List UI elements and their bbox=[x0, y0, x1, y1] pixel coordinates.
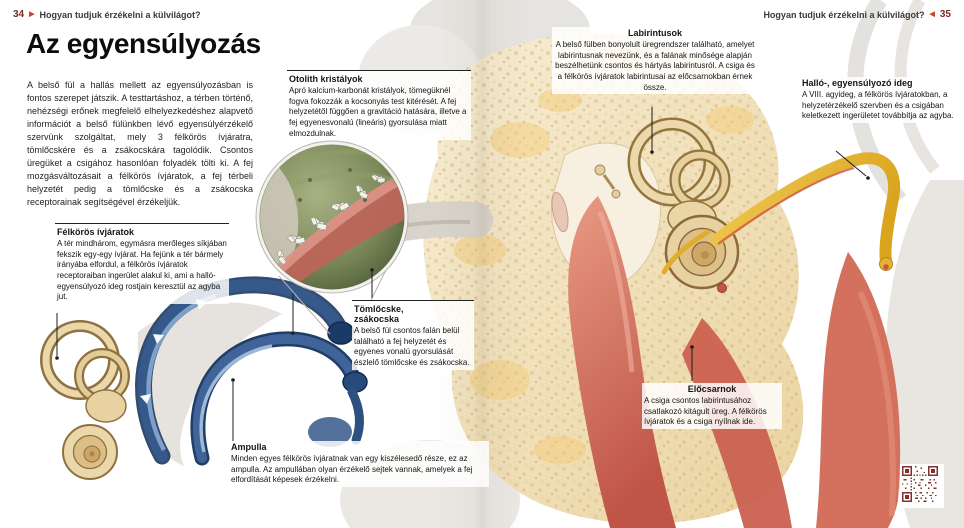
bone-labyrinth-small bbox=[40, 320, 130, 480]
arrow-left-icon: ◀ bbox=[929, 11, 935, 18]
note-body: A tér mindhárom, egymásra merőleges síkj… bbox=[57, 239, 227, 302]
note-body: Apró kalcium-karbonát kristályok, tömegü… bbox=[289, 86, 467, 138]
ampulla-bulb bbox=[327, 321, 355, 345]
note-body: A VIII. agyideg, a félkörös ívjáratokban… bbox=[802, 90, 954, 121]
note-title: Félkörös ívjáratok bbox=[57, 227, 135, 237]
running-header-right: Hogyan tudjuk érzékelni a külvilágot? ◀ … bbox=[763, 9, 951, 20]
page-title: Az egyensúlyozás bbox=[26, 28, 261, 59]
note-utricle-saccule: Tömlőcske, zsákocska A belső fül csontos… bbox=[352, 300, 474, 370]
note-vestibule: Előcsarnok A csiga csontos labirintusáho… bbox=[642, 383, 782, 429]
note-body: A csiga csontos labirintusához csatlakoz… bbox=[644, 396, 767, 427]
running-header: 34 ▶ Hogyan tudjuk érzékelni a külvilágo… bbox=[0, 9, 964, 20]
note-body: Minden egyes félkörös ívjáratnak van egy… bbox=[231, 454, 473, 485]
running-title-left: Hogyan tudjuk érzékelni a külvilágot? bbox=[39, 9, 201, 20]
leader-lines bbox=[55, 107, 870, 441]
note-title: Otolith kristályok bbox=[289, 74, 363, 84]
note-body: A belső fülben bonyolult üregrendszer ta… bbox=[555, 40, 755, 92]
page-number-left: 34 bbox=[13, 9, 25, 20]
note-title: Ampulla bbox=[231, 442, 267, 452]
note-vestibulocochlear-nerve: Halló-, egyensúlyozó ideg A VIII. agyide… bbox=[800, 77, 962, 123]
note-labyrinths: Labirintusok A belső fülben bonyolult ür… bbox=[552, 27, 758, 95]
note-semicircular-canals: Félkörös ívjáratok A tér mindhárom, egym… bbox=[55, 223, 229, 304]
vestibulocochlear-nerve bbox=[661, 152, 901, 275]
running-title-right: Hogyan tudjuk érzékelni a külvilágot? bbox=[763, 9, 925, 20]
note-ampulla: Ampulla Minden egyes félkörös ívjáratnak… bbox=[229, 441, 489, 487]
muscle-and-tube-structures bbox=[568, 196, 901, 528]
note-body: A belső fül csontos falán belül találhat… bbox=[354, 326, 470, 367]
page-number-right: 35 bbox=[939, 9, 951, 20]
note-title: Labirintusok bbox=[627, 28, 682, 38]
note-otolith-crystals: Otolith kristályok Apró kalcium-karbonát… bbox=[287, 70, 471, 141]
qr-code bbox=[900, 464, 944, 508]
note-title: Tömlőcske, zsákocska bbox=[354, 304, 404, 324]
intro-paragraph: A belső fül a hallás mellett az egyensúl… bbox=[27, 80, 253, 207]
arrow-right-icon: ▶ bbox=[29, 11, 35, 18]
running-header-left: 34 ▶ Hogyan tudjuk érzékelni a külvilágo… bbox=[13, 9, 201, 20]
otolith-inset-magnifier bbox=[255, 140, 409, 339]
note-title: Halló-, egyensúlyozó ideg bbox=[802, 78, 913, 88]
note-title: Előcsarnok bbox=[687, 384, 737, 394]
